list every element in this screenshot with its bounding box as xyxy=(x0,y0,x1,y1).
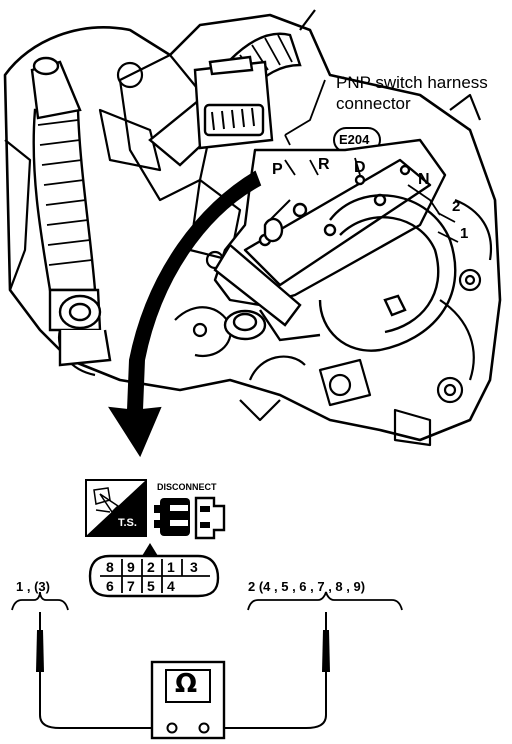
direction-arrow xyxy=(108,170,262,458)
callout-title: PNP switch harness xyxy=(336,73,488,92)
callout-leaders xyxy=(284,79,326,146)
connector-face xyxy=(88,543,220,598)
pin-2: 2 xyxy=(147,559,155,575)
position-label-n: N xyxy=(418,171,430,188)
pin-1: 1 xyxy=(167,559,175,575)
position-label-d: D xyxy=(354,159,366,176)
pnp-harness-connector xyxy=(193,55,274,150)
outer-ring xyxy=(318,194,457,352)
part-label-1: 1 xyxy=(460,225,469,242)
disconnect-label: DISCONNECT xyxy=(157,482,217,492)
ts-label: T.S. xyxy=(118,517,137,529)
hose-left xyxy=(30,56,112,367)
probe-right xyxy=(322,612,330,672)
shift-selector-plate xyxy=(213,138,447,307)
position-label-p: P xyxy=(272,161,283,178)
pin-6: 6 xyxy=(106,578,114,594)
callout-subtitle: connector xyxy=(336,94,411,113)
ohmmeter-icon xyxy=(150,660,226,740)
probe-left xyxy=(36,612,44,672)
pin-5: 5 xyxy=(147,578,155,594)
pin-3: 3 xyxy=(190,559,198,575)
connector-code: E204 xyxy=(339,132,370,147)
part-label-2: 2 xyxy=(452,198,461,215)
test-leads xyxy=(39,672,327,729)
probe-brackets xyxy=(11,591,403,611)
probe-left-label: 1 , (3) xyxy=(16,579,50,594)
ohm-symbol: Ω xyxy=(175,669,198,699)
disconnect-connector-icon xyxy=(154,496,226,540)
position-markers xyxy=(407,184,459,243)
pin-8: 8 xyxy=(106,559,114,575)
pin-9: 9 xyxy=(127,559,135,575)
pin-4: 4 xyxy=(167,578,175,594)
probe-right-label: 2 (4 , 5 , 6 , 7 , 8 , 9) xyxy=(248,579,366,594)
technical-service-icon xyxy=(85,479,147,537)
position-label-r: R xyxy=(318,156,330,173)
pin-7: 7 xyxy=(127,578,135,594)
selector-lever xyxy=(213,243,321,342)
